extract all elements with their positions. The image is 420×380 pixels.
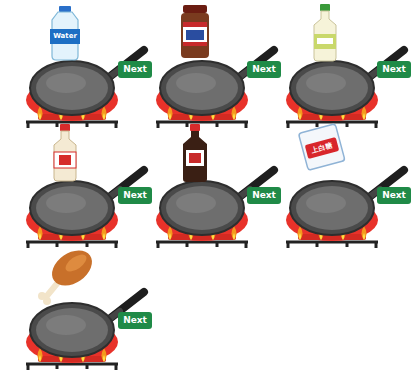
next-button: Next	[118, 61, 152, 78]
button-label: Next	[382, 65, 406, 74]
bottle-label: Water	[50, 29, 80, 44]
next-button: Next	[377, 61, 411, 78]
button-label: Next	[123, 316, 147, 325]
button-label: Next	[123, 65, 147, 74]
next-button: Next	[118, 187, 152, 204]
next-button: Next	[118, 312, 152, 329]
next-button: Next	[247, 61, 281, 78]
button-label: Next	[123, 191, 147, 200]
button-label: Next	[252, 191, 276, 200]
button-label: Next	[382, 191, 406, 200]
next-button: Next	[377, 187, 411, 204]
button-label: Next	[252, 65, 276, 74]
next-button: Next	[247, 187, 281, 204]
